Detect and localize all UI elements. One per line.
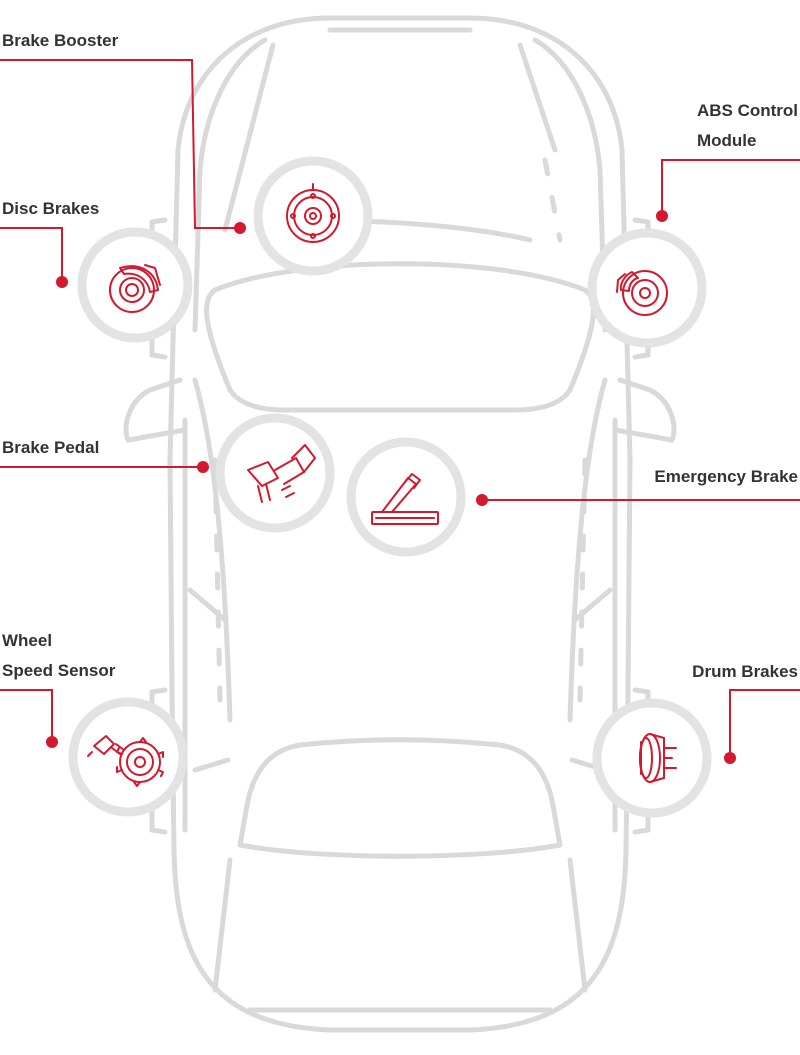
car-rear-deck-right [567,857,588,993]
label-brake-booster: Brake Booster [2,31,119,50]
car-mirror-right [612,377,677,443]
leader-lines [0,59,800,758]
label-emergency-brake: Emergency Brake [654,467,798,486]
brake-booster-icon [286,183,340,243]
label-disc-brakes: Disc Brakes [2,199,100,218]
car-windshield [204,261,596,413]
circle-brake-booster [253,156,373,276]
car-outer-shell [167,15,633,1033]
car-rear-deck-left [212,857,233,993]
brake-pedal-icon [247,444,316,503]
leader-drum-brakes [729,689,800,758]
label-wheel-speed-sensor: Wheel Speed Sensor [2,631,116,680]
label-abs-control-module: ABS Control Module [696,101,798,150]
disc-brake-icon [109,264,161,313]
hand-brake-icon [371,473,439,525]
car-mirror-left [123,377,188,443]
car-side-window-left [192,377,233,723]
car-pillar-left-2 [192,757,231,773]
leader-wheel-speed [0,689,53,742]
leader-disc-brakes [0,227,63,282]
abs-caliper-disc-icon [616,270,668,316]
car-rear-window [237,737,563,859]
car-side-window-right [567,377,608,723]
car-hood-line-right [532,37,608,333]
label-drum-brakes: Drum Brakes [692,662,798,681]
leader-abs [661,159,800,216]
wheel-speed-sensor-icon [87,735,164,787]
leader-brake-booster [0,59,240,229]
car-hood-crease-left [222,42,276,233]
drum-brake-icon [639,733,677,783]
car-hood-crease-right [517,42,558,153]
label-brake-pedal: Brake Pedal [2,438,100,457]
car-hood-line [192,37,268,333]
leader-dots [46,210,736,764]
